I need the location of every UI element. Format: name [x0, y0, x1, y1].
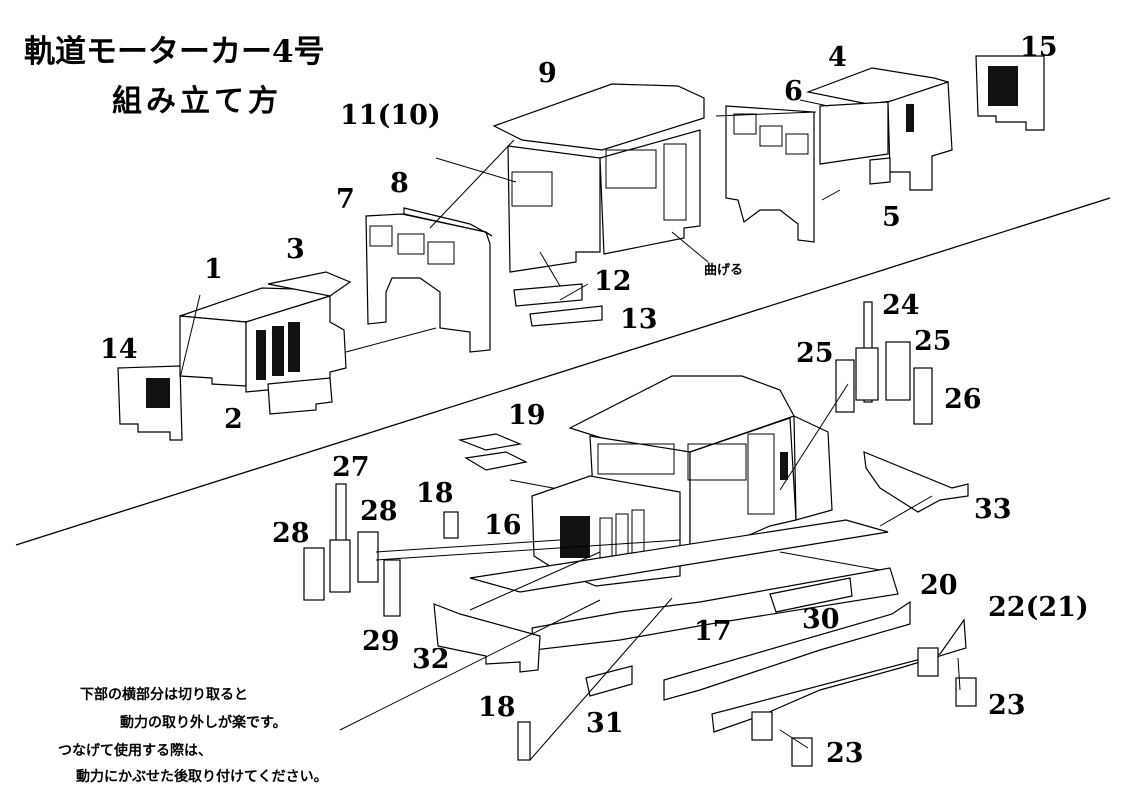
part-33-shape: [863, 451, 969, 513]
part-19-shape: [457, 433, 528, 471]
label-part-33: 33: [974, 494, 1012, 525]
label-part-4: 4: [828, 42, 847, 73]
label-part-31: 31: [586, 708, 624, 739]
part-4-5-6-rear-body-shape: [725, 67, 953, 243]
part-15-shape: [975, 55, 1045, 131]
label-part-11: 11(10): [340, 100, 441, 131]
label-part-23-upper: 23: [988, 690, 1026, 721]
label-part-25-left: 25: [796, 338, 834, 369]
part-30-shape: [769, 577, 853, 613]
label-part-32: 32: [412, 644, 450, 675]
part-24-25-26-shape: [835, 301, 933, 425]
footnote-line-1: 下部の横部分は切り取ると: [80, 687, 248, 703]
bend-note: 曲げる: [704, 262, 743, 278]
label-part-28-left: 28: [272, 518, 310, 549]
footnote-line-3: つなげて使用する際は、: [58, 743, 212, 759]
label-part-12: 12: [594, 266, 632, 297]
label-part-16: 16: [484, 510, 522, 541]
label-part-24: 24: [882, 290, 920, 321]
label-part-20: 20: [920, 570, 958, 601]
label-part-18-upper: 18: [416, 478, 454, 509]
label-part-7: 7: [336, 184, 355, 215]
label-part-29: 29: [362, 626, 400, 657]
part-31-shape: [585, 665, 633, 697]
label-part-25-right: 25: [914, 326, 952, 357]
part-9-cab-shape: [492, 83, 705, 327]
part-14-shape: [117, 365, 183, 441]
label-part-22: 22(21): [988, 592, 1089, 623]
label-part-14: 14: [100, 334, 138, 365]
label-part-17: 17: [694, 616, 732, 647]
label-part-23-lower: 23: [826, 738, 864, 769]
label-part-28-right: 28: [360, 496, 398, 527]
label-part-6: 6: [784, 76, 803, 107]
label-part-1: 1: [204, 254, 223, 285]
label-part-5: 5: [882, 202, 901, 233]
label-part-26: 26: [944, 384, 982, 415]
title-line-1: 軌道モーターカー4号: [24, 34, 325, 70]
part-20-22-shape: [663, 600, 977, 767]
part-7-8-wall-shape: [365, 207, 493, 353]
label-part-27: 27: [332, 452, 370, 483]
label-part-13: 13: [620, 304, 658, 335]
label-part-19: 19: [508, 400, 546, 431]
label-part-18-lower: 18: [478, 692, 516, 723]
part-32-shape: [433, 603, 541, 673]
title-line-2: 組み立て方: [112, 84, 282, 119]
label-part-8: 8: [390, 168, 409, 199]
section-divider: [15, 197, 1111, 546]
part-1-2-3-hood-shape: [179, 271, 352, 415]
label-part-2: 2: [224, 404, 243, 435]
assembled-body-shape: [531, 375, 833, 587]
label-part-30: 30: [802, 604, 840, 635]
label-part-15: 15: [1020, 32, 1058, 63]
footnote-line-4: 動力にかぶせた後取り付けてください。: [76, 769, 328, 785]
part-16-27-28-29-shape: [303, 483, 531, 761]
footnote-line-2: 動力の取り外しが楽です。: [120, 715, 287, 731]
label-part-9: 9: [538, 58, 557, 89]
label-part-3: 3: [286, 234, 305, 265]
